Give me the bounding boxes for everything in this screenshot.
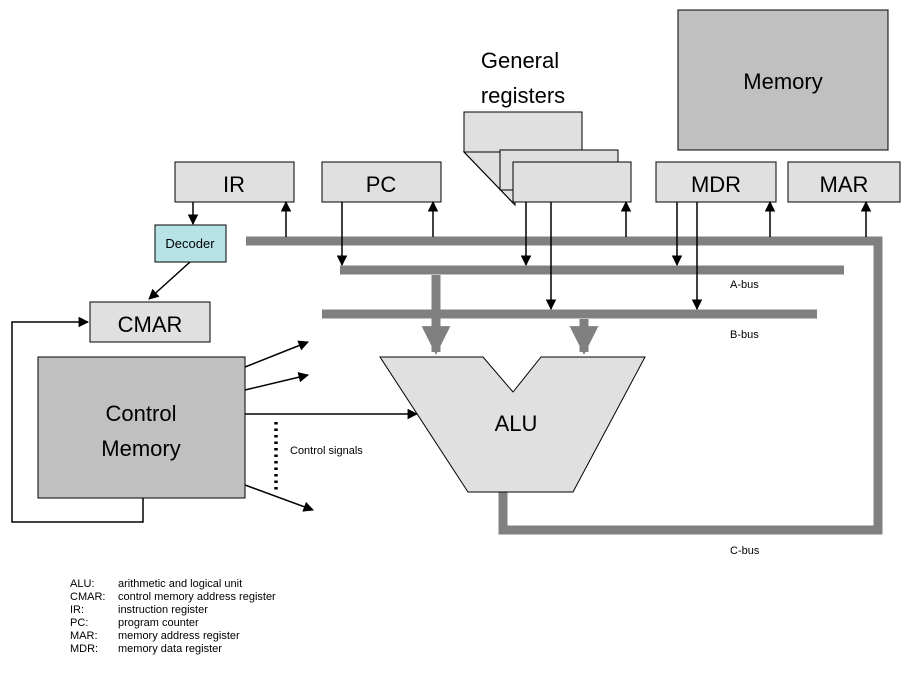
general-registers-label-line1: General xyxy=(481,48,559,73)
decoder-label: Decoder xyxy=(165,236,215,251)
mdr-label: MDR xyxy=(691,172,741,197)
control-memory-label-line1: Control xyxy=(106,401,177,426)
legend-desc: memory data register xyxy=(118,643,222,655)
control-signal-arrows xyxy=(244,340,419,512)
memory-box xyxy=(677,9,889,151)
legend-desc: control memory address register xyxy=(118,591,276,603)
legend-desc: memory address register xyxy=(118,630,240,642)
control-signals-label: Control signals xyxy=(290,445,363,457)
legend-row: ALU: arithmetic and logical unit xyxy=(70,578,276,591)
legend-desc: instruction register xyxy=(118,604,208,616)
legend-row: MDR: memory data register xyxy=(70,643,276,656)
ir-register xyxy=(174,161,295,203)
legend-row: CMAR: control memory address register xyxy=(70,591,276,604)
alu-label: ALU xyxy=(495,411,538,436)
a-bus-label: A-bus xyxy=(730,279,759,291)
general-registers-stack xyxy=(462,111,632,207)
mar-register xyxy=(787,161,901,203)
pc-register xyxy=(321,161,442,203)
legend-abbr: CMAR: xyxy=(70,591,106,603)
alu-shape xyxy=(379,356,646,493)
legend-abbr: ALU: xyxy=(70,578,95,590)
legend-abbr: IR: xyxy=(70,604,85,616)
legend-desc: arithmetic and logical unit xyxy=(118,578,243,590)
control-memory-feedback-loop xyxy=(11,316,144,523)
decoder-box xyxy=(154,224,227,263)
cmar-label: CMAR xyxy=(118,312,183,337)
decoder-to-cmar-arrow xyxy=(148,261,191,300)
register-bus-connections xyxy=(187,200,872,311)
ir-label: IR xyxy=(223,172,245,197)
general-registers-label-line2: registers xyxy=(481,83,565,108)
pc-label: PC xyxy=(366,172,397,197)
mdr-register xyxy=(655,161,777,203)
c-bus-label: C-bus xyxy=(730,545,760,557)
legend-abbr: MAR: xyxy=(70,630,98,642)
legend-row: IR: instruction register xyxy=(70,604,276,617)
b-bus-label: B-bus xyxy=(730,329,759,341)
legend-abbr: MDR: xyxy=(70,643,99,655)
legend-row: MAR: memory address register xyxy=(70,630,276,643)
legend-desc: program counter xyxy=(118,617,199,629)
mar-label: MAR xyxy=(820,172,869,197)
control-memory-label-line2: Memory xyxy=(101,436,180,461)
c-bus xyxy=(246,236,883,535)
memory-label: Memory xyxy=(743,69,822,94)
cmar-register xyxy=(89,301,211,343)
abbreviation-legend: ALU: arithmetic and logical unit CMAR: c… xyxy=(70,578,276,656)
legend-row: PC: program counter xyxy=(70,617,276,630)
legend-abbr: PC: xyxy=(70,617,89,629)
control-memory-box xyxy=(37,356,246,499)
